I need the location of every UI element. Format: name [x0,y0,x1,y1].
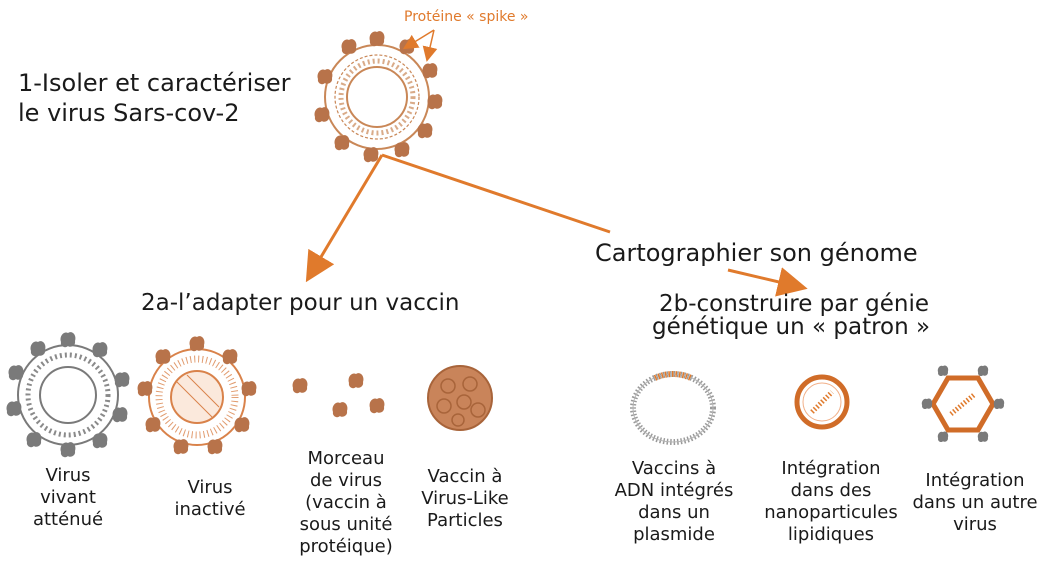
caption-protein-subunit: Morceau de virus (vaccin à sous unité pr… [291,448,401,558]
spike-pointer-arrow-left [402,29,435,50]
caption-line: lipidiques [787,524,875,545]
sars-cov-2-virus-icon [314,31,443,163]
step1-title-line2: le virus Sars-cov-2 [18,99,240,127]
caption-live-attenuated: Virus vivant atténué [18,465,118,531]
step2a-title: 2a-l’adapter pour un vaccin [141,290,460,316]
caption-line: Vaccin à [427,466,503,487]
caption-dna-plasmid: Vaccins à ADN intégrés dans un plasmide [604,458,744,546]
inactivated-virus-icon [137,336,257,455]
caption-line: ADN intégrés [614,480,734,501]
caption-line: atténué [32,509,104,530]
step2b-title-line2: génétique un « patron » [652,314,931,340]
caption-line: inactivé [174,499,246,520]
arrow-to-genome [381,153,611,234]
caption-line: Intégration [925,470,1025,491]
caption-line: Virus [187,477,233,498]
caption-line: (vaccin à [305,492,387,513]
virus-like-particle-icon [427,365,493,431]
step1-title-line1: 1-Isoler et caractériser [18,69,291,97]
caption-inactivated: Virus inactivé [160,477,260,521]
caption-line: Morceau [307,448,385,469]
live-attenuated-virus-icon [6,332,130,458]
caption-line: Virus-Like [421,488,509,509]
caption-line: vivant [40,487,96,508]
caption-line: nanoparticules [764,502,898,523]
caption-viral-vector: Intégration dans un autre virus [900,470,1050,536]
lipid-nanoparticle-icon [794,374,850,430]
caption-line: dans des [790,480,872,501]
caption-line: Virus [45,465,91,486]
spike-pointer-arrow-right [422,29,438,62]
caption-line: dans un autre [912,492,1038,513]
caption-line: Vaccins à [631,458,717,479]
map-genome-label: Cartographier son génome [595,239,918,267]
protein-subunits-icon [292,373,385,418]
spike-protein-label: Protéine « spike » [404,9,529,25]
caption-line: protéique) [299,536,393,557]
caption-line: Intégration [781,458,881,479]
caption-line: sous unité [299,514,393,535]
caption-line: de virus [309,470,383,491]
caption-line: Particles [427,510,503,531]
step2b-title-line1: 2b-construire par génie [659,291,929,317]
viral-vector-icon [921,365,1005,443]
caption-lipid-nanoparticles: Intégration dans des nanoparticules lipi… [756,458,906,546]
caption-line: plasmide [633,524,715,545]
caption-virus-like-particles: Vaccin à Virus-Like Particles [410,466,520,532]
arrow-to-step2a [305,154,384,283]
caption-line: dans un [638,502,710,523]
caption-line: virus [953,514,997,535]
arrow-to-step2b [727,267,808,297]
dna-plasmid-icon [630,371,716,445]
